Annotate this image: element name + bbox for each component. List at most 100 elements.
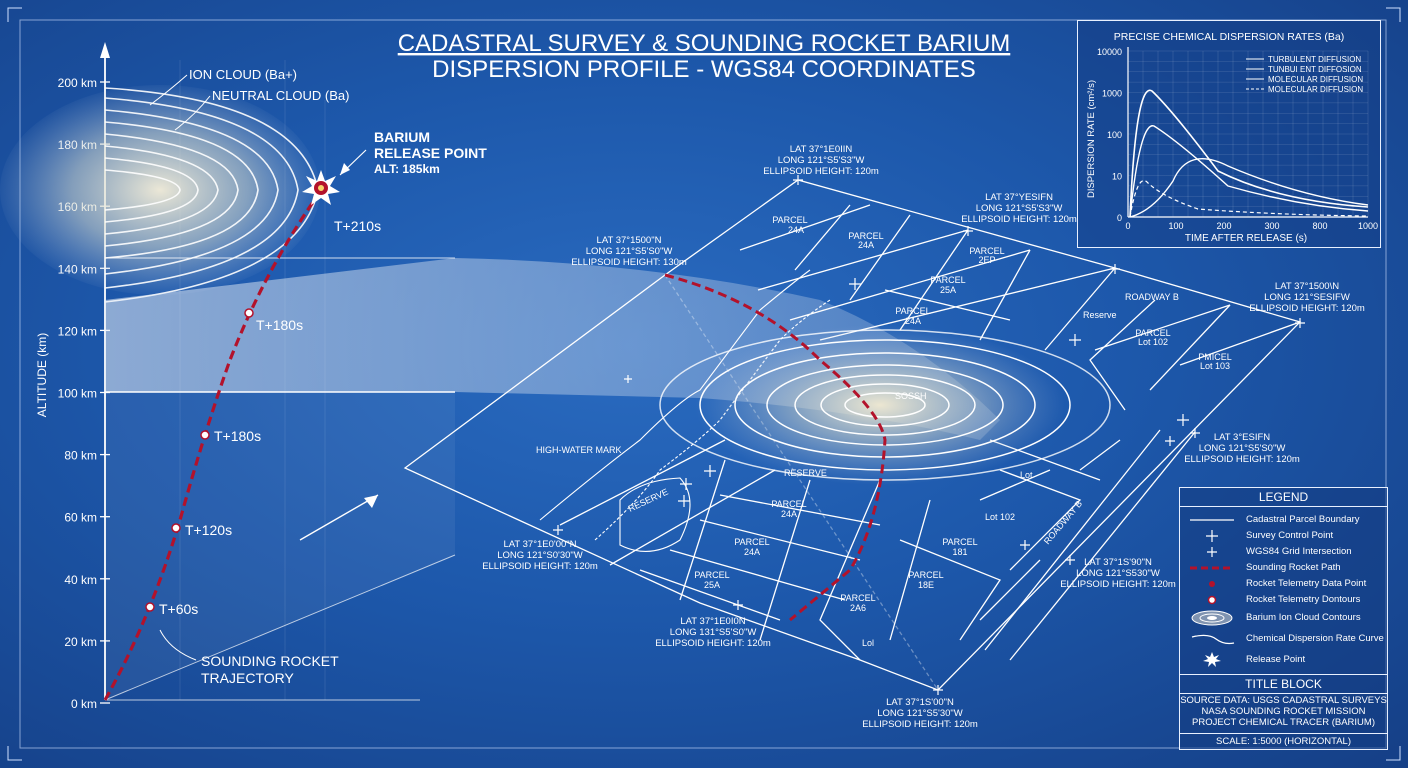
survey-control-points (553, 175, 1305, 695)
altitude-tick-label: 0 km (71, 697, 97, 711)
high-water-mark-label: HIGH-WATER MARK (536, 445, 622, 455)
parcel-label: PARCEL (734, 537, 769, 547)
parcel-label: 25A (704, 580, 720, 590)
coordinate-label: LONG 121°S5'S0"W (1199, 443, 1286, 454)
inset-y-tick: 1000 (1102, 89, 1122, 99)
parcel-label: 2A6 (850, 603, 866, 613)
parcel-label: 18E (918, 580, 934, 590)
parcel-label: PARCEL (694, 570, 729, 580)
coordinate-label: LAT 37°1S'90"N (1084, 557, 1152, 568)
rocket-path-symbol-icon (1190, 566, 1234, 570)
marker-t180-a: T+180s (214, 428, 261, 444)
coordinate-label: ELLIPSOID HEIGHT: 120m (1184, 454, 1300, 465)
legend-item-ion-cloud: Barium Ion Cloud Contours (1180, 610, 1387, 626)
vertical-plane (105, 392, 455, 700)
inset-y-tick: 10 (1112, 172, 1122, 182)
release-point-symbol-icon (1203, 652, 1221, 667)
cloud-leaders (149, 74, 211, 131)
coordinate-label: ELLIPSOID HEIGHT: 120m (482, 561, 598, 572)
border-frame (19, 19, 1387, 749)
lot-label: Lot 102 (985, 512, 1015, 522)
inset-y-label: DISPERSION RATE (cm²/s) (1086, 80, 1097, 198)
title-line-1: CADASTRAL SURVEY & SOUNDING ROCKET BARIU… (398, 30, 1011, 57)
lot-label: Lot (1020, 470, 1033, 480)
parcel-label: PARCEL (930, 275, 965, 285)
marker-t210: T+210s (334, 218, 381, 234)
coordinate-label: ELLIPSOID HEIGHT: 120m (1060, 579, 1176, 590)
north-arrow-icon (364, 495, 378, 508)
inset-x-tick: 100 (1168, 221, 1183, 231)
coordinate-label: LAT 37°YESIFN (985, 192, 1053, 203)
coordinate-label: LONG 121°S5'30"W (877, 708, 963, 719)
dispersion-rate-inset: PRECISE CHEMICAL DISPERSION RATES (Ba) 0… (1077, 20, 1381, 248)
release-label-1: BARIUM (374, 129, 430, 145)
parcel-label: PMICEL (1198, 352, 1232, 362)
coordinate-label: LONG 121°S5'S0"W (586, 246, 673, 257)
control-point-symbol-icon (1206, 530, 1218, 542)
release-label-3: ALT: 185km (374, 162, 440, 176)
parcel-label: 24A (744, 547, 760, 557)
coordinate-label: LAT 37°1500"N (597, 235, 662, 246)
legend-panel: LEGEND Cadastral Parcel Boundary Survey … (1179, 487, 1388, 675)
reserve-label: Reserve (1083, 310, 1117, 320)
parcel-label: 24A (781, 509, 797, 519)
parcel-label: PARCEL (848, 231, 883, 241)
legend-item-grid-intersection: WGS84 Grid Intersection (1180, 544, 1387, 560)
coordinate-label: LONG 121°S530"W (1076, 568, 1160, 579)
coordinate-label: LAT 37°1500\N (1275, 281, 1339, 292)
coordinate-label: ELLIPSOID HEIGHT: 120m (961, 214, 1077, 225)
parcel-label: PARCEL (942, 537, 977, 547)
release-label-2: RELEASE POINT (374, 145, 487, 161)
inset-title: PRECISE CHEMICAL DISPERSION RATES (Ba) (1114, 31, 1344, 43)
coordinate-label: ELLIPSOID HEIGHT: 130m (571, 257, 687, 268)
parcel-label: PARCEL (772, 215, 807, 225)
parcel-label: 181 (952, 547, 967, 557)
altitude-tick-label: 40 km (64, 573, 97, 587)
roadway-label: ROADWAY B (1125, 292, 1179, 302)
coordinate-label: LONG 121°S5'S3"W (976, 203, 1063, 214)
neutral-cloud-label: NEUTRAL CLOUD (Ba) (212, 88, 349, 103)
telemetry-point-symbol-icon (1209, 581, 1215, 587)
telemetry-points (145, 308, 254, 612)
inset-y-tick: 0 (1117, 213, 1122, 223)
coordinate-label: LAT 3°ESIFN (1214, 432, 1270, 443)
ion-cloud-symbol-icon (1191, 610, 1233, 626)
altitude-axis-arrow-icon (100, 42, 110, 58)
coordinate-label: LAT 37°1E0'00"N (503, 539, 576, 550)
inset-x-label: TIME AFTER RELEASE (s) (1185, 233, 1307, 244)
coordinate-label: LAT 37°1E0I0N (680, 616, 745, 627)
ground-track (664, 273, 887, 622)
grid-intersection-symbol-icon (1207, 547, 1217, 557)
coordinate-label: LAT 37°1E0IIN (790, 144, 853, 155)
inset-legend-label: TURBULENT DIFFUSION (1268, 55, 1361, 64)
title-block-scale: SCALE: 1:5000 (HORIZONTAL) (1180, 733, 1387, 747)
inset-curves (1129, 89, 1369, 218)
coordinate-label: LONG 121°SESIFW (1264, 292, 1350, 303)
trajectory-leader (159, 629, 197, 661)
telemetry-point (171, 523, 181, 533)
coordinate-label: LONG 121°S5'S3"W (778, 155, 865, 166)
altitude-tick-label: 120 km (58, 324, 97, 338)
coordinate-label: ELLIPSOID HEIGHT: 120m (862, 719, 978, 730)
coordinate-label: LONG 121°S0'30"W (497, 550, 583, 561)
ion-cloud-label: ION CLOUD (Ba+) (189, 67, 297, 82)
title-block-source: SOURCE DATA: USGS CADASTRAL SURVEYS NASA… (1180, 695, 1387, 728)
altitude-axis-label: ALTITUDE (km) (35, 333, 49, 417)
trajectory-label-1: SOUNDING ROCKET (201, 653, 339, 669)
legend-item-control-point: Survey Control Point (1180, 528, 1387, 544)
dispersion-curve (1129, 180, 1369, 218)
inset-x-tick: 0 (1125, 221, 1130, 231)
marker-t60: T+60s (159, 601, 198, 617)
source-line-2: NASA SOUNDING ROCKET MISSION (1201, 706, 1366, 717)
coordinate-label: ELLIPSOID HEIGHT: 120m (655, 638, 771, 649)
roadway-label: ROADWAY B (1042, 499, 1084, 547)
dispersion-curve (1129, 125, 1369, 218)
parcel-label: 24A (858, 240, 874, 250)
altitude-tick-label: 60 km (64, 511, 97, 525)
legend-title: LEGEND (1180, 490, 1387, 507)
coordinate-label: ELLIPSOID HEIGHT: 120m (1249, 303, 1365, 314)
lot-label: Lol (862, 638, 874, 648)
